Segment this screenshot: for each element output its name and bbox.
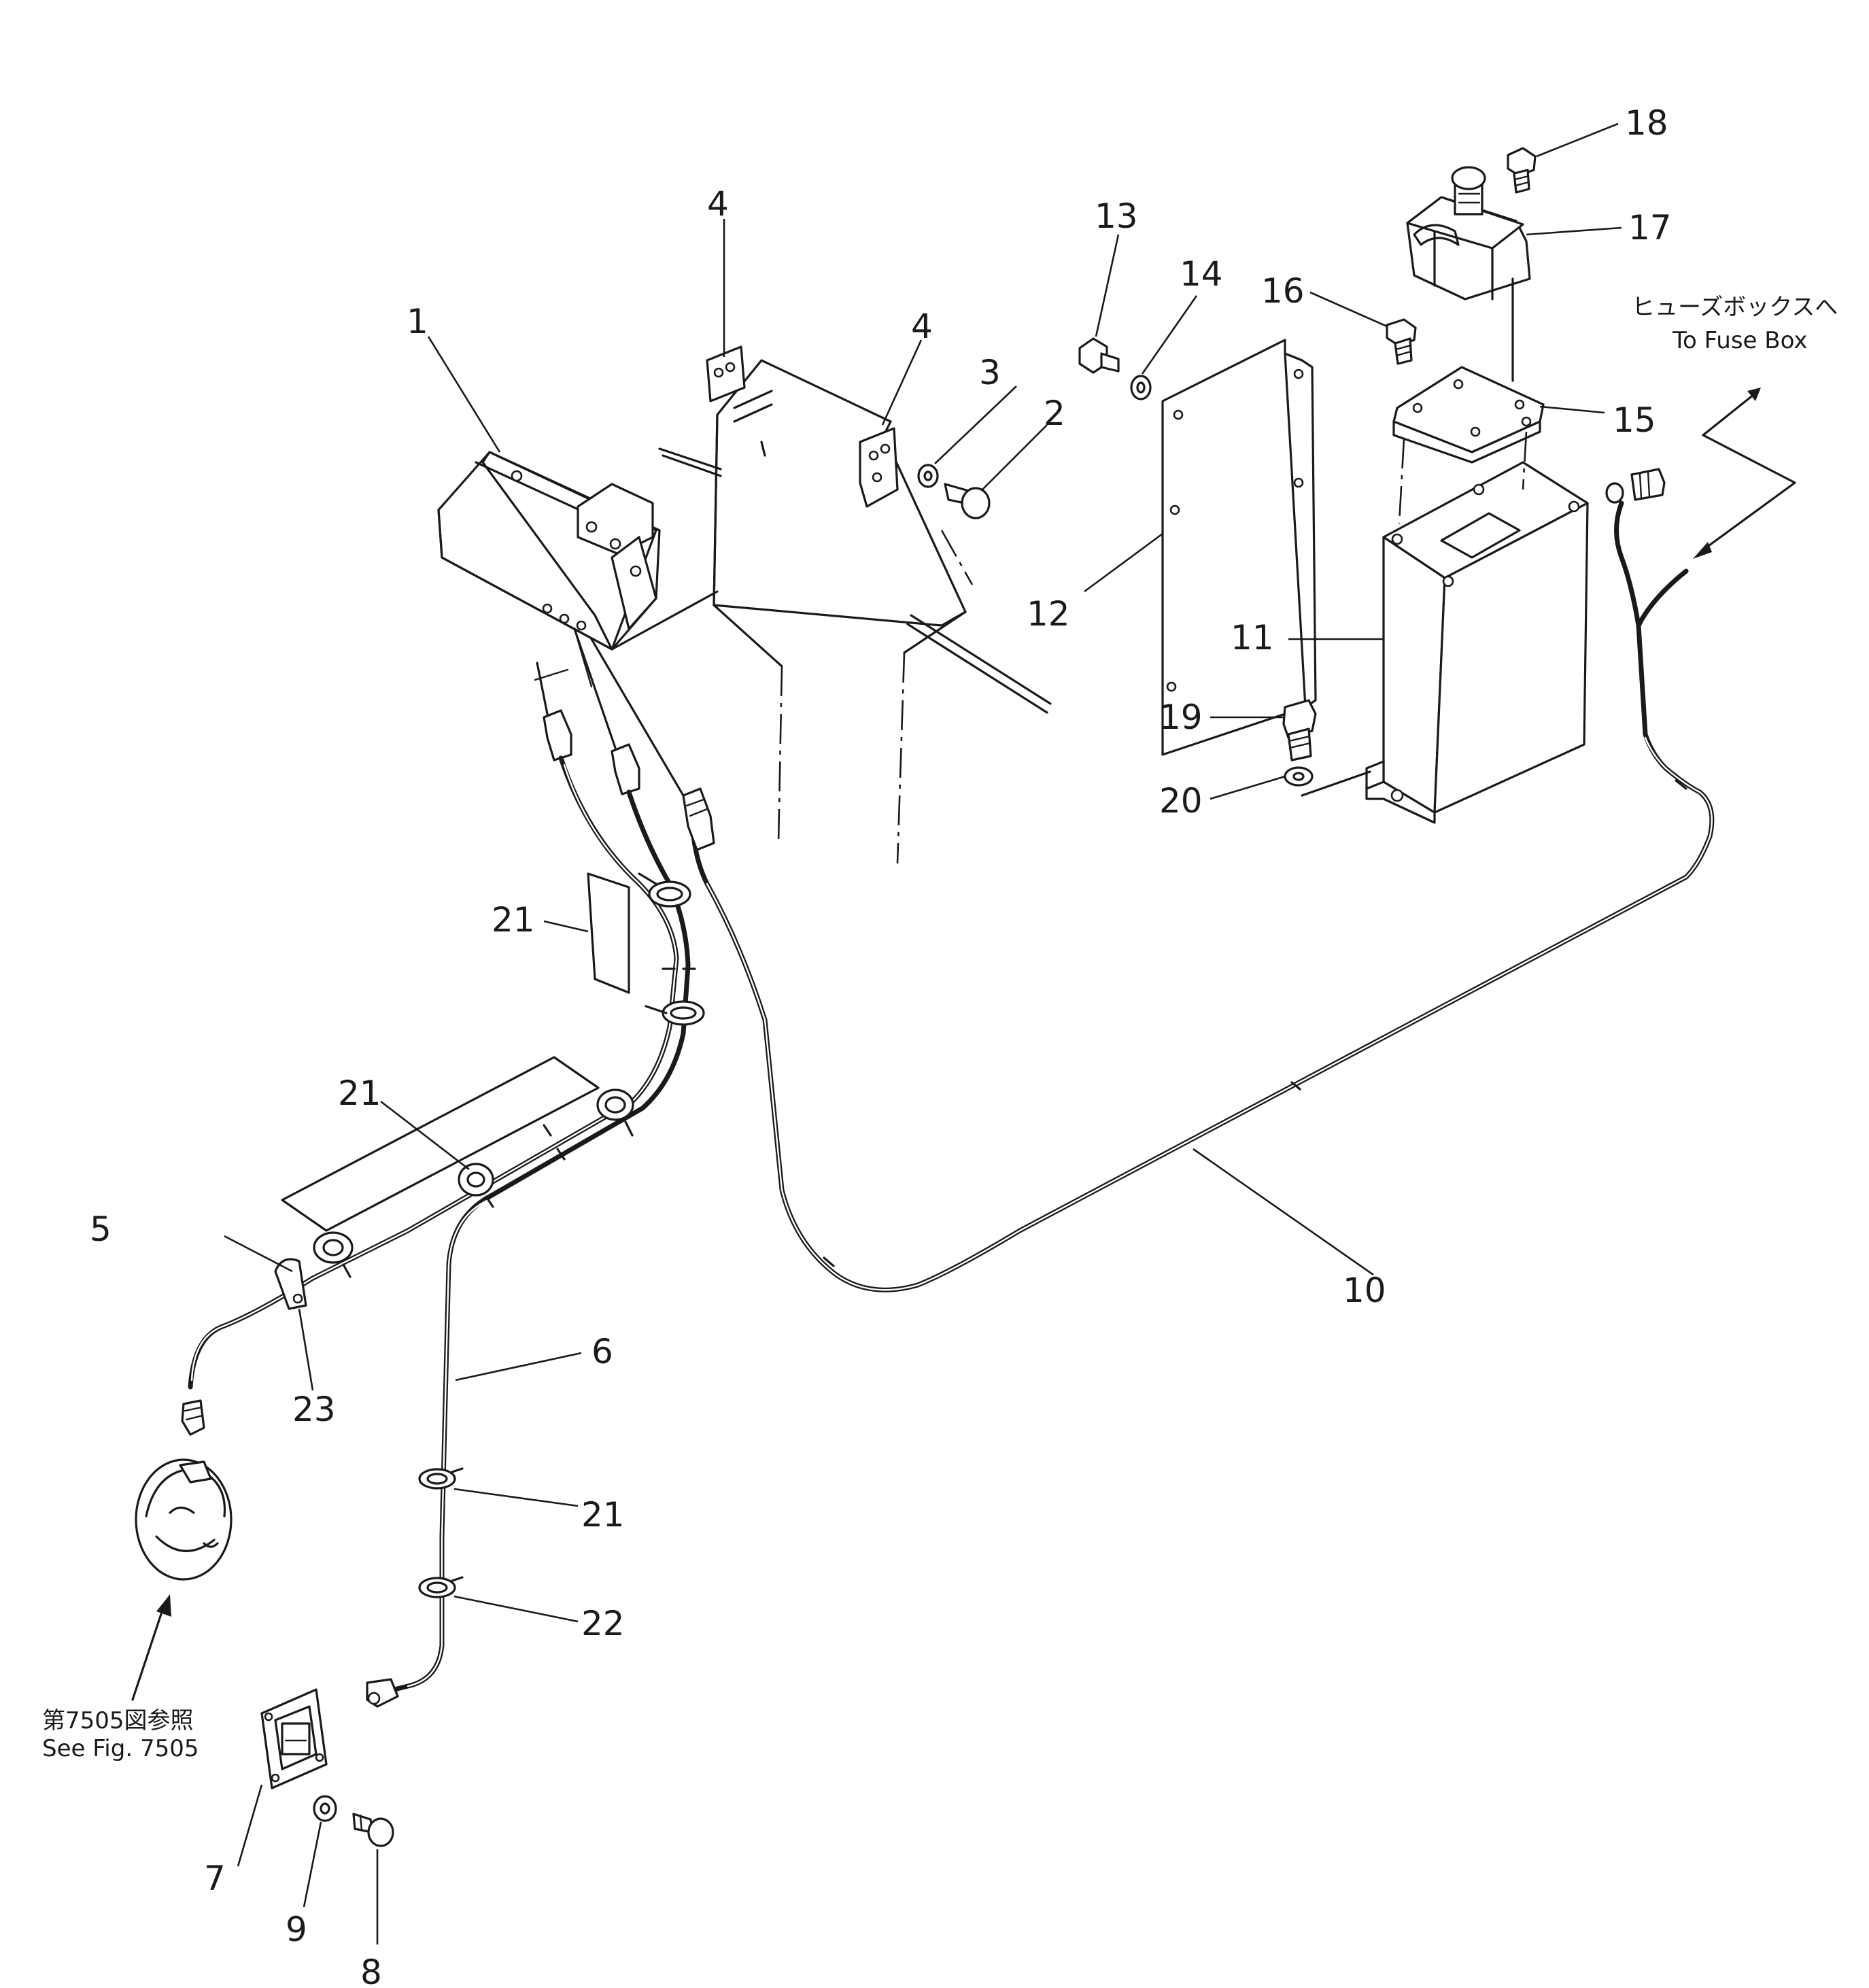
label-10: 10 — [1343, 1271, 1386, 1310]
clamp-plate — [281, 1056, 600, 1232]
label-3: 3 — [979, 353, 1001, 392]
label-18: 18 — [1625, 103, 1668, 143]
label-9: 9 — [286, 1910, 307, 1949]
bolt-16 — [1386, 318, 1417, 365]
clamp-21a-bracket — [587, 872, 630, 994]
label-13: 13 — [1095, 196, 1138, 236]
label-17: 17 — [1628, 208, 1672, 247]
harness-10 — [590, 500, 1715, 1292]
nut-18 — [1507, 147, 1537, 194]
see-fig-note-en: See Fig. 7505 — [42, 1735, 199, 1762]
ground-screw — [1605, 468, 1666, 504]
bolt-2 — [940, 483, 991, 585]
label-11: 11 — [1231, 618, 1274, 657]
bracket-4a — [706, 345, 746, 402]
label-2: 2 — [1044, 394, 1065, 433]
washer-9 — [313, 1795, 337, 1822]
bolt-13 — [1078, 337, 1120, 374]
label-4b: 4 — [911, 307, 933, 346]
washer-14 — [1130, 375, 1152, 400]
bolt-8 — [352, 1813, 394, 1847]
washer-20 — [1284, 766, 1314, 787]
notes: ヒューズボックスへ To Fuse Box 第7505図参照 See Fig. … — [42, 294, 1838, 1762]
see-fig-note-jp: 第7505図参照 — [42, 1707, 194, 1734]
label-7: 7 — [204, 1859, 226, 1898]
label-16: 16 — [1261, 271, 1305, 311]
controller-box-1 — [437, 451, 719, 651]
bolt-19 — [1282, 699, 1317, 761]
label-23: 23 — [292, 1390, 336, 1429]
label-12: 12 — [1027, 594, 1070, 634]
clamp-21d — [458, 1163, 494, 1208]
leader-lines — [224, 122, 1622, 1944]
label-1: 1 — [407, 302, 428, 341]
horn-arrow — [131, 1594, 171, 1701]
resistor-7 — [260, 1688, 328, 1789]
cover-plate-12 — [1161, 339, 1317, 756]
clamp-21b — [645, 1000, 705, 1026]
box-11 — [1301, 461, 1589, 824]
label-21c: 21 — [581, 1495, 625, 1535]
label-14: 14 — [1180, 254, 1223, 294]
label-15: 15 — [1613, 400, 1656, 440]
label-8: 8 — [360, 1953, 382, 1988]
clamp-21e — [313, 1231, 354, 1278]
clamp-21a — [638, 872, 691, 908]
base-plate-15 — [1392, 366, 1545, 524]
label-19: 19 — [1159, 698, 1203, 737]
clamp-21c — [596, 1089, 634, 1137]
clamp-22 — [418, 1576, 464, 1598]
harness-main — [188, 628, 696, 1708]
label-20: 20 — [1159, 781, 1203, 821]
connector-5 — [181, 1399, 205, 1436]
mounting-plate — [658, 359, 1052, 864]
fuse-box-note-en: To Fuse Box — [1672, 327, 1808, 354]
clamp-21f — [418, 1467, 464, 1490]
label-21b: 21 — [338, 1074, 381, 1113]
horn — [135, 1458, 233, 1581]
label-22: 22 — [581, 1604, 625, 1643]
fuse-box-note-jp: ヒューズボックスへ — [1632, 294, 1838, 321]
label-5: 5 — [90, 1210, 112, 1249]
washer-3 — [917, 464, 939, 488]
clamp-23 — [274, 1258, 307, 1310]
fuse-box-arrow — [1693, 388, 1796, 559]
bracket-4b — [859, 427, 899, 508]
label-21a: 21 — [492, 900, 535, 940]
label-6: 6 — [591, 1332, 613, 1371]
part-number-labels: 1 2 3 4 4 5 6 7 8 9 10 11 12 13 14 15 16… — [90, 103, 1672, 1988]
label-4a: 4 — [707, 184, 729, 224]
relay-17 — [1406, 166, 1531, 382]
